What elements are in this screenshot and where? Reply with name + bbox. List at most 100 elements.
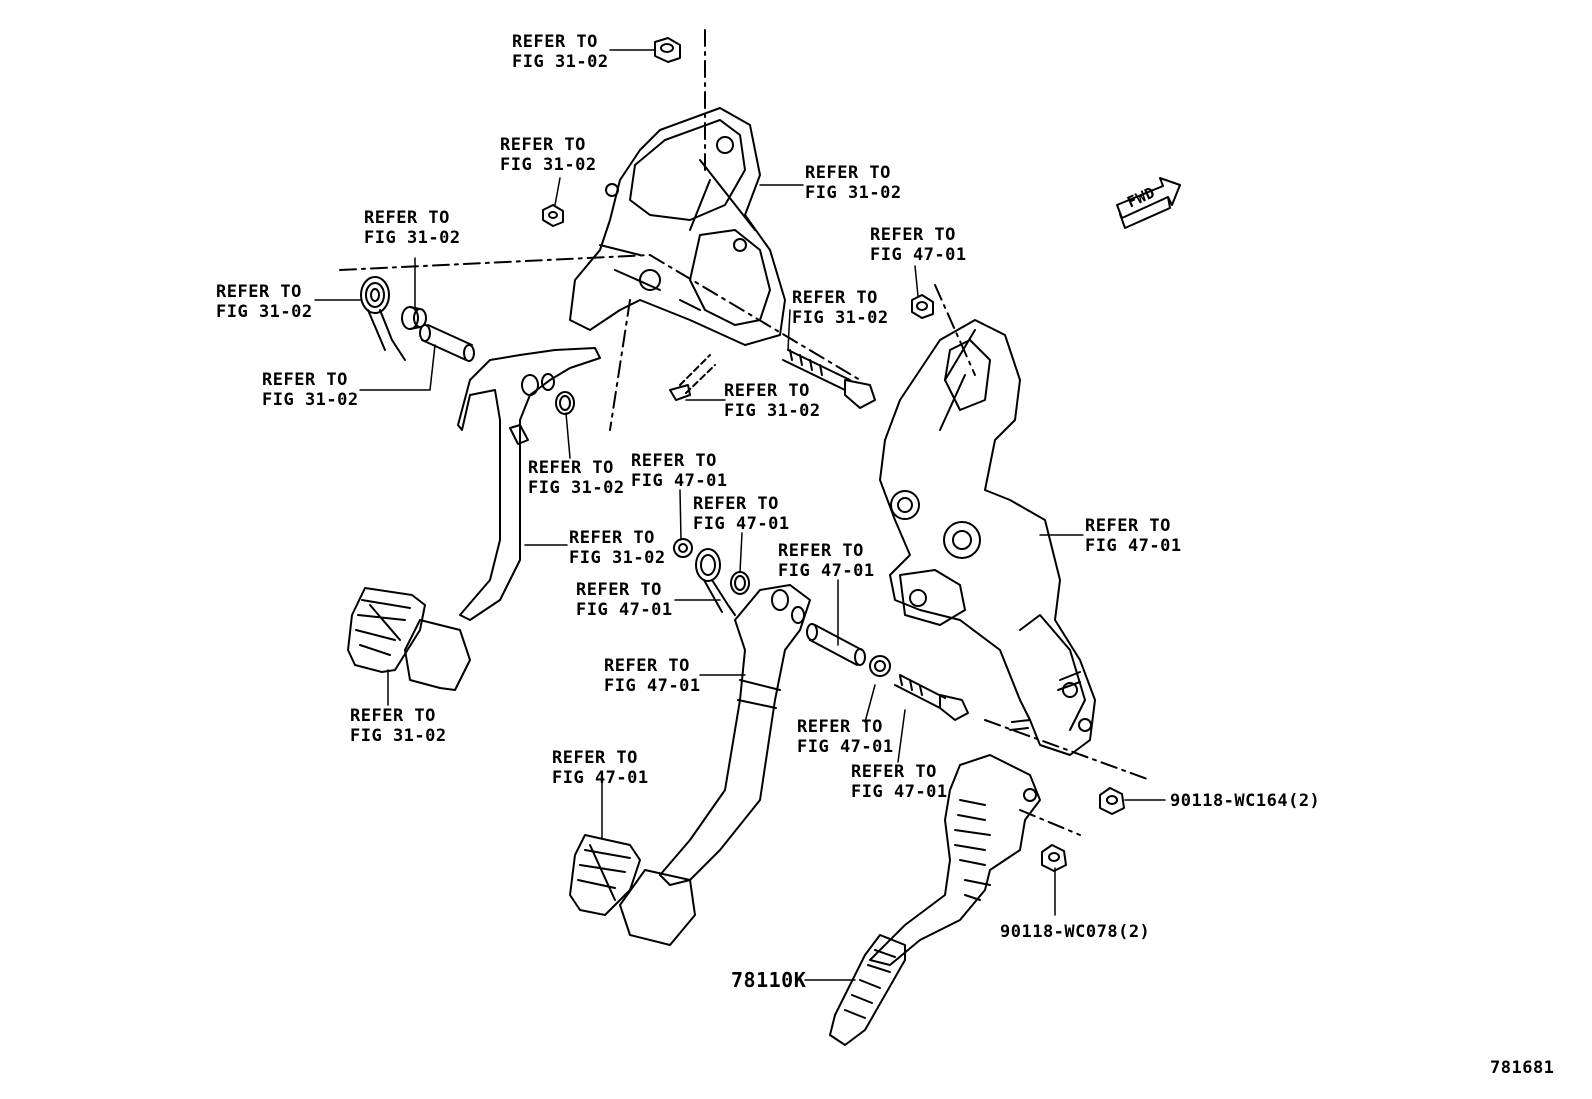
brake-pivot-axis xyxy=(339,254,651,271)
nut-90118-wc078 xyxy=(1041,844,1067,872)
callout-line2: FIG 47-01 xyxy=(631,471,728,491)
callout-line2: FIG 47-01 xyxy=(552,768,649,788)
part-number-text: 90118-WC164(2) xyxy=(1170,791,1321,811)
bracket-axis xyxy=(609,299,631,431)
callout-bushing-left: REFER TO FIG 31-02 xyxy=(364,208,461,248)
accelerator-pedal-assy xyxy=(869,671,1081,966)
leader-lines xyxy=(314,49,1166,981)
callout-line1: REFER TO xyxy=(262,370,348,390)
callout-clutch-pivot-bolt: REFER TO FIG 47-01 xyxy=(851,762,948,802)
return-spring xyxy=(360,276,406,361)
brake-pedal-arm xyxy=(457,347,601,621)
callout-line1: REFER TO xyxy=(792,288,878,308)
accelerator-pedal-pad xyxy=(829,934,906,1046)
small-bolt xyxy=(669,354,716,401)
callout-small-bolt: REFER TO FIG 31-02 xyxy=(724,381,821,421)
callout-line2: FIG 31-02 xyxy=(805,183,902,203)
callout-line1: REFER TO xyxy=(528,458,614,478)
clutch-pedal-bracket xyxy=(879,319,1096,756)
callout-line2: FIG 47-01 xyxy=(778,561,875,581)
callout-clutch-bushing-small: REFER TO FIG 47-01 xyxy=(631,451,728,491)
callout-line1: REFER TO xyxy=(216,282,302,302)
callout-line2: FIG 31-02 xyxy=(500,155,597,175)
callout-line1: REFER TO xyxy=(364,208,450,228)
callout-line1: REFER TO xyxy=(512,32,598,52)
callout-line2: FIG 31-02 xyxy=(512,52,609,72)
callout-brake-pad: REFER TO FIG 31-02 xyxy=(350,706,447,746)
callout-line1: REFER TO xyxy=(576,580,662,600)
callout-brake-collar: REFER TO FIG 31-02 xyxy=(262,370,359,410)
callout-line2: FIG 31-02 xyxy=(216,302,313,322)
callout-line2: FIG 31-02 xyxy=(262,390,359,410)
callout-brake-bushing: REFER TO FIG 31-02 xyxy=(528,458,625,498)
clutch-pedal-arm xyxy=(659,584,811,886)
callout-line2: FIG 31-02 xyxy=(350,726,447,746)
callout-line1: REFER TO xyxy=(569,528,655,548)
pivot-bolt xyxy=(782,349,876,409)
clutch-nut-axis xyxy=(934,284,976,376)
clutch-bushing-right xyxy=(869,655,891,677)
callout-clutch-bushing: REFER TO FIG 47-01 xyxy=(693,494,790,534)
clutch-collar xyxy=(806,623,866,666)
clutch-pedal-pad xyxy=(619,869,696,946)
callout-clutch-arm: REFER TO FIG 47-01 xyxy=(604,656,701,696)
clutch-spring xyxy=(695,548,736,616)
callout-top-nut: REFER TO FIG 31-02 xyxy=(512,32,609,72)
callout-clutch-spring: REFER TO FIG 47-01 xyxy=(576,580,673,620)
callout-clutch-bracket: REFER TO FIG 47-01 xyxy=(1085,516,1182,556)
callout-line1: REFER TO xyxy=(778,541,864,561)
callout-line1: REFER TO xyxy=(552,748,638,768)
callout-line1: REFER TO xyxy=(851,762,937,782)
part-number-nut-wc164: 90118-WC164(2) xyxy=(1170,791,1320,811)
callout-line1: REFER TO xyxy=(631,451,717,471)
callout-line2: FIG 31-02 xyxy=(528,478,625,498)
callout-line2: FIG 31-02 xyxy=(724,401,821,421)
accel-axis-upper xyxy=(984,719,1151,781)
callout-line2: FIG 47-01 xyxy=(604,676,701,696)
callout-line1: REFER TO xyxy=(500,135,586,155)
flange-nut-clutch xyxy=(911,294,934,319)
callout-brake-bracket: REFER TO FIG 31-02 xyxy=(805,163,902,203)
callout-clutch-nut: REFER TO FIG 47-01 xyxy=(870,225,967,265)
callout-return-spring: REFER TO FIG 31-02 xyxy=(216,282,313,322)
clutch-bushing xyxy=(730,571,750,595)
callout-line2: FIG 47-01 xyxy=(797,737,894,757)
brake-bushing-right xyxy=(555,391,575,415)
part-number-nut-wc078: 90118-WC078(2) xyxy=(1000,922,1150,942)
callout-clutch-bushing-right: REFER TO FIG 47-01 xyxy=(797,717,894,757)
brake-pedal-bracket xyxy=(569,107,786,346)
callout-line1: REFER TO xyxy=(805,163,891,183)
brake-pedal-collar xyxy=(419,324,475,362)
flange-nut-top xyxy=(654,37,681,63)
callout-brake-arm: REFER TO FIG 31-02 xyxy=(569,528,666,568)
fwd-arrow-icon xyxy=(1116,177,1181,229)
callout-line2: FIG 47-01 xyxy=(870,245,967,265)
nut-90118-wc164 xyxy=(1099,787,1125,815)
callout-line1: REFER TO xyxy=(724,381,810,401)
callout-line2: FIG 31-02 xyxy=(792,308,889,328)
brake-pedal-pad xyxy=(404,619,471,691)
callout-line2: FIG 47-01 xyxy=(851,782,948,802)
part-number-text: 78110K xyxy=(731,968,807,992)
callout-bracket-nut: REFER TO FIG 31-02 xyxy=(500,135,597,175)
callout-line2: FIG 31-02 xyxy=(569,548,666,568)
part-number-text: 90118-WC078(2) xyxy=(1000,922,1151,942)
flange-nut-small xyxy=(542,204,564,227)
callout-line1: REFER TO xyxy=(693,494,779,514)
callout-line2: FIG 47-01 xyxy=(1085,536,1182,556)
callout-line1: REFER TO xyxy=(797,717,883,737)
clutch-bushing-small xyxy=(673,538,693,558)
clutch-pivot-bolt xyxy=(894,674,969,721)
part-number-pedal-assy: 78110K xyxy=(731,969,806,991)
callout-line2: FIG 47-01 xyxy=(576,600,673,620)
brake-pedal-pad-cover xyxy=(347,587,426,673)
callout-clutch-collar: REFER TO FIG 47-01 xyxy=(778,541,875,581)
bolt-axis xyxy=(649,254,861,381)
callout-line1: REFER TO xyxy=(604,656,690,676)
callout-clutch-pad: REFER TO FIG 47-01 xyxy=(552,748,649,788)
figure-number: 781681 xyxy=(1490,1058,1554,1078)
callout-pivot-bolt: REFER TO FIG 31-02 xyxy=(792,288,889,328)
callout-line2: FIG 47-01 xyxy=(693,514,790,534)
